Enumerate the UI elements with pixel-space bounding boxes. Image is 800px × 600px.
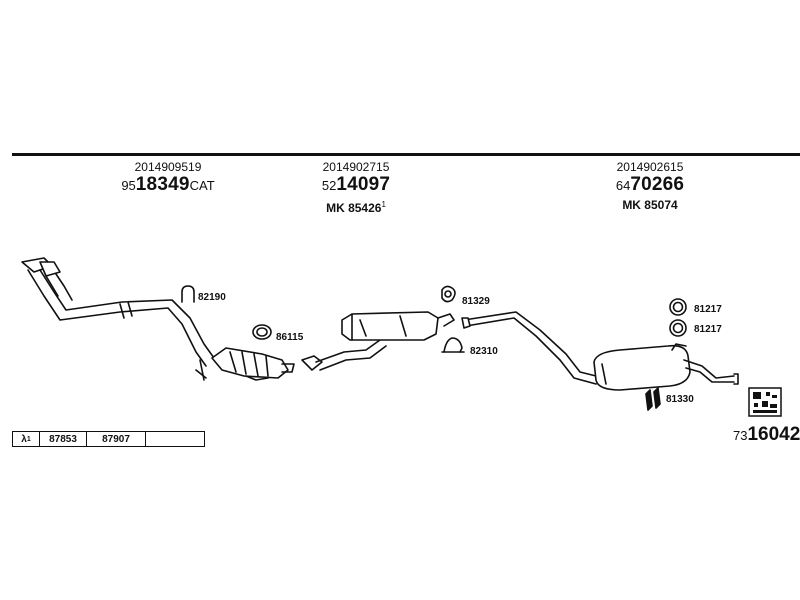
legend-cell [146,432,204,446]
rear-silencer [593,343,739,391]
ring-81217-upper [669,298,687,316]
middle-silencer [301,311,455,371]
sheet-number: 7316042 [733,424,800,445]
mounting-kit-number: MK 85074 [622,198,678,212]
oe-number: 2014909519 [134,160,202,174]
legend-cell: 87907 [87,432,146,446]
part-label: 82190 [198,292,226,303]
part-number: 9518349CAT [121,174,215,195]
part-number: 5214097 [321,174,391,195]
top-rule [12,153,800,156]
part-label: 86115 [276,332,304,343]
part-label: 81330 [666,394,694,405]
rubber-mount-81330 [645,387,661,411]
part-number: 6470266 [615,174,685,195]
u-clamp-82190 [181,285,195,303]
ring-81217-lower [669,319,687,337]
header-rear-silencer: 2014902615 6470266 MK 85074 [590,160,710,213]
part-label: 81217 [694,324,722,335]
legend-cell: 87853 [40,432,87,446]
part-label: 82310 [470,346,498,357]
part-label: 81329 [462,296,490,307]
oe-number: 2014902715 [322,160,390,174]
ring-86115 [252,324,272,340]
pictogram-icon [748,387,782,417]
front-pipe [21,257,215,381]
hanger-81329 [441,285,456,303]
header-middle-silencer: 2014902715 5214097 MK 854261 [296,160,416,216]
rear-pipe [461,311,597,385]
part-label: 81217 [694,304,722,315]
oe-number: 2014902615 [616,160,684,174]
header-catalytic-converter: 2014909519 9518349CAT [108,160,228,197]
mounting-kit-number: MK 854261 [326,200,386,215]
catalytic-converter [211,347,295,381]
clamp-82310 [441,337,465,353]
